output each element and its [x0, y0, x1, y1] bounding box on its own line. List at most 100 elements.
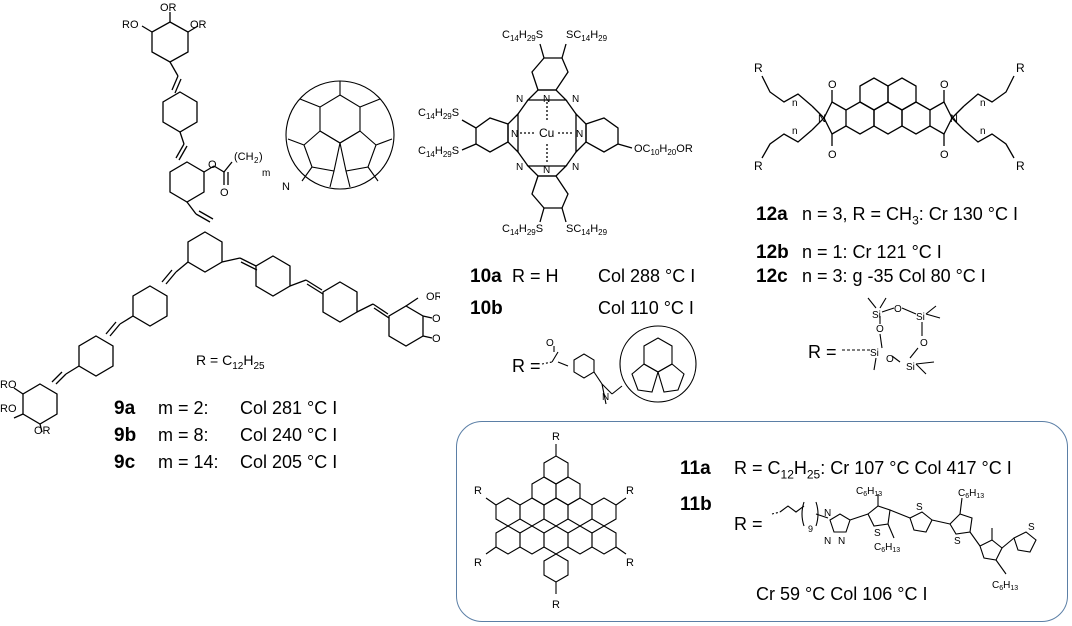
c11b-hex-1: C6H13 [856, 486, 882, 498]
c9a-m: m = 2: [158, 398, 209, 418]
c9a-prop: Col 281 °C I [240, 398, 338, 418]
c9b-prop: Col 240 °C I [240, 425, 338, 445]
c11b-s1: S [874, 528, 881, 539]
c12-r-tr: R [1016, 61, 1025, 75]
c10-n-3: N [511, 129, 518, 140]
c10a-id: 10a [470, 266, 502, 287]
c11b-hex-4: C6H13 [992, 580, 1018, 592]
c12-r-bl: R [754, 159, 763, 173]
c12b-desc: n = 1: Cr 121 °C I [802, 242, 942, 262]
c11-r-br: R [626, 557, 634, 569]
c10-n-7: N [516, 162, 523, 173]
c9a-row: 9a m = 2: Col 281 °C I [114, 398, 337, 420]
c12-si-2: Si [916, 312, 925, 323]
c12-r-br: R [1016, 159, 1025, 173]
c9-or-top-right: OR [190, 19, 207, 31]
c9-n-atom: N [282, 181, 290, 193]
c12-n-sub-1: n [792, 98, 798, 109]
c9c-m: m = 14: [158, 452, 219, 472]
c10-n-5: N [516, 94, 523, 105]
c11b-s4: S [1028, 522, 1035, 533]
c9-ch2-label: (CH [234, 151, 254, 163]
c12-n-sub-3: n [980, 98, 986, 109]
c11b-row: 11b R = [680, 494, 763, 534]
c11b-s2: S [916, 502, 923, 513]
c12c-desc: n = 3: g -35 Col 80 °C I [802, 266, 986, 286]
c12-r-tl: R [754, 61, 763, 75]
c9-or-right-3: OR [432, 333, 440, 345]
c9-ch2-close: ) [259, 151, 263, 163]
c11b-r: R = [734, 514, 763, 534]
c9-carbonyl-o: O [220, 187, 229, 199]
c11b-n1: N [824, 508, 831, 519]
c12-n-left: N [818, 113, 826, 125]
c10b-id: 10b [470, 298, 503, 319]
c10b-prop: Col 110 °C I [598, 298, 694, 318]
c12-o-1: O [828, 79, 837, 91]
c11a-row: 11a R = C12H25: Cr 107 °C Col 417 °C I [680, 458, 1012, 482]
c9-m-label: m [262, 168, 270, 179]
c10-sc14-br: SC14H29 [566, 223, 608, 237]
c9-r-definition: R = C12H25 [196, 352, 265, 372]
c9-or-right-1: OR [426, 291, 440, 303]
compound-11-panel [456, 421, 1068, 622]
c12-o-2: O [828, 149, 837, 161]
c12-o-ring-4: O [876, 324, 884, 335]
c12b-row: 12b n = 1: Cr 121 °C I [756, 242, 942, 264]
c11b-n2: N [824, 536, 831, 547]
c12-o-3: O [940, 79, 949, 91]
c12a-desc: n = 3, R = CH3: Cr 130 °C I [802, 204, 1018, 228]
c10-n-4: N [576, 129, 583, 140]
c12-o-4: O [940, 149, 949, 161]
c11-r-top: R [552, 431, 560, 443]
c10-sc14-tl: C14H29S [502, 29, 543, 43]
c11b-hex-2: C6H13 [874, 542, 900, 554]
c11b-r-group: 9 N N N S S S S C6H13 C6H13 C6H13 C6H13 [771, 486, 1037, 592]
c9-or-top: OR [160, 2, 177, 14]
c9-ch2-sub: 2 [254, 156, 259, 165]
c9c-row: 9c m = 14: Col 205 °C I [114, 452, 337, 474]
c12-si-4: Si [870, 348, 879, 359]
c9-ro-left-1: RO [0, 379, 17, 391]
c12-n-sub-2: n [792, 126, 798, 137]
c11b-s3: S [954, 536, 961, 547]
c9-ester-o: O [208, 159, 217, 171]
c10-metal: Cu [539, 126, 554, 140]
c10-n-8: N [572, 162, 579, 173]
c12-siloxane-ring: Si O Si O Si O Si O [842, 297, 941, 375]
c10b-row: 10b Col 110 °C I [470, 298, 694, 320]
c10-sc14-l1: C14H29S [418, 107, 459, 121]
compound-10-structure: C14H29S SC14H29 C14H29S C14H29S C14H29S … [418, 29, 693, 237]
c11-hbc-structure: R R R R R R [474, 431, 634, 611]
c11-r-tl: R [474, 485, 482, 497]
c12-o-ring-2: O [920, 338, 928, 349]
c12-n-right: N [950, 113, 958, 125]
c11b-n3: N [838, 536, 845, 547]
c12-n-sub-4: n [980, 126, 986, 137]
c11b-nine: 9 [808, 524, 813, 534]
c11b-hex-3: C6H13 [958, 488, 984, 500]
c11-r-bottom: R [552, 599, 560, 611]
c9b-row: 9b m = 8: Col 240 °C I [114, 425, 337, 447]
c12-si-1: Si [872, 310, 881, 321]
c9b-m: m = 8: [158, 425, 209, 445]
c12a-id: 12a [756, 204, 788, 225]
c10-n-6: N [572, 94, 579, 105]
c11a-desc: R = C12H25: Cr 107 °C Col 417 °C I [734, 458, 1012, 482]
compound-9-structure: OR RO OR O O (CH 2 ) m N OR OR OR RO RO … [0, 2, 440, 437]
c12-si-3: Si [906, 362, 915, 373]
c9a-id: 9a [114, 398, 136, 419]
c10-sc14-l2: C14H29S [418, 145, 459, 159]
c10b-r-group: O N [541, 325, 697, 405]
c10-sc14-bl: C14H29S [502, 223, 543, 237]
svg-text:N: N [602, 392, 609, 403]
c12c-row: 12c n = 3: g -35 Col 80 °C I [756, 266, 986, 288]
c12-r-label: R = [808, 342, 837, 362]
c11b-id: 11b [680, 494, 712, 515]
c9-fullerene [285, 80, 395, 190]
c11b-transition: Cr 59 °C Col 106 °C I [756, 584, 928, 604]
c10-sc14-tr: SC14H29 [566, 29, 608, 43]
c11-r-tr: R [626, 485, 634, 497]
c12b-id: 12b [756, 242, 789, 263]
c9-or-bottom: OR [34, 425, 51, 437]
